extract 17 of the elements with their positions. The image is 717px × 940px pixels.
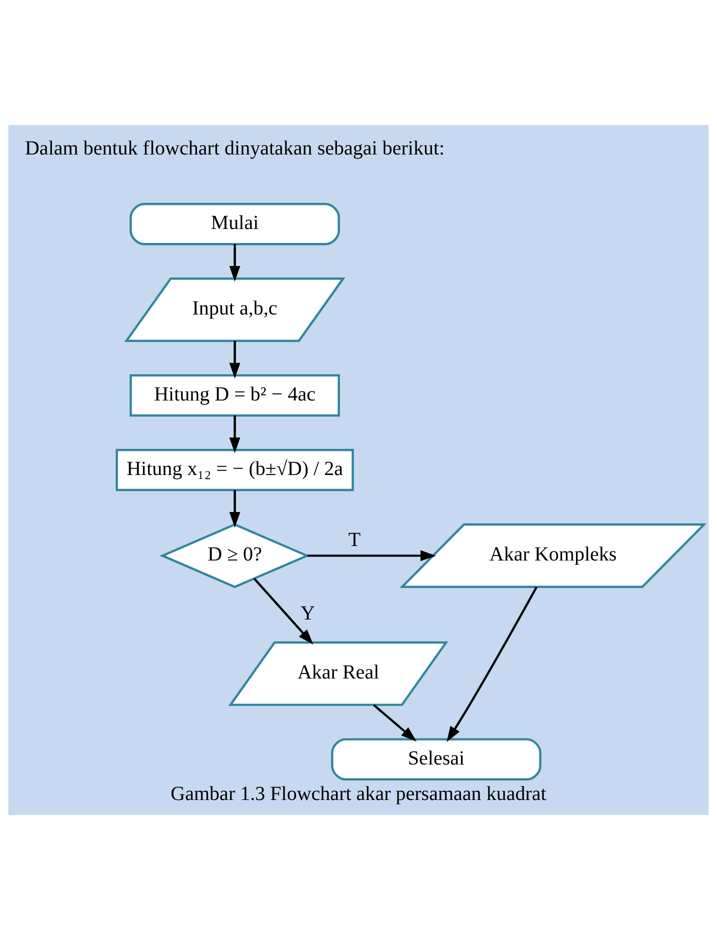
arrow [307,550,436,562]
node-box: Hitung D = b² − 4ac [130,374,340,417]
caption: Gambar 1.3 Flowchart akar persamaan kuadrat [170,782,546,805]
edge-label: Y [300,602,315,625]
arrow [229,341,240,379]
arrow [229,416,240,454]
arrow [446,586,538,742]
node-box: Mulai [130,202,340,246]
arrow [372,704,417,742]
arrow [229,490,240,528]
diagram-title: Dalam bentuk flowchart dinyatakan sebagai berikut: [24,137,445,160]
node-box: Hitung x₁₂ = − (b±√D) / 2a [116,448,354,492]
edge-label: T [348,529,361,552]
node-diamond: D ≥ 0? [160,523,310,588]
arrow [229,244,240,282]
arrow [253,578,314,645]
node-box: Selesai [331,738,542,780]
